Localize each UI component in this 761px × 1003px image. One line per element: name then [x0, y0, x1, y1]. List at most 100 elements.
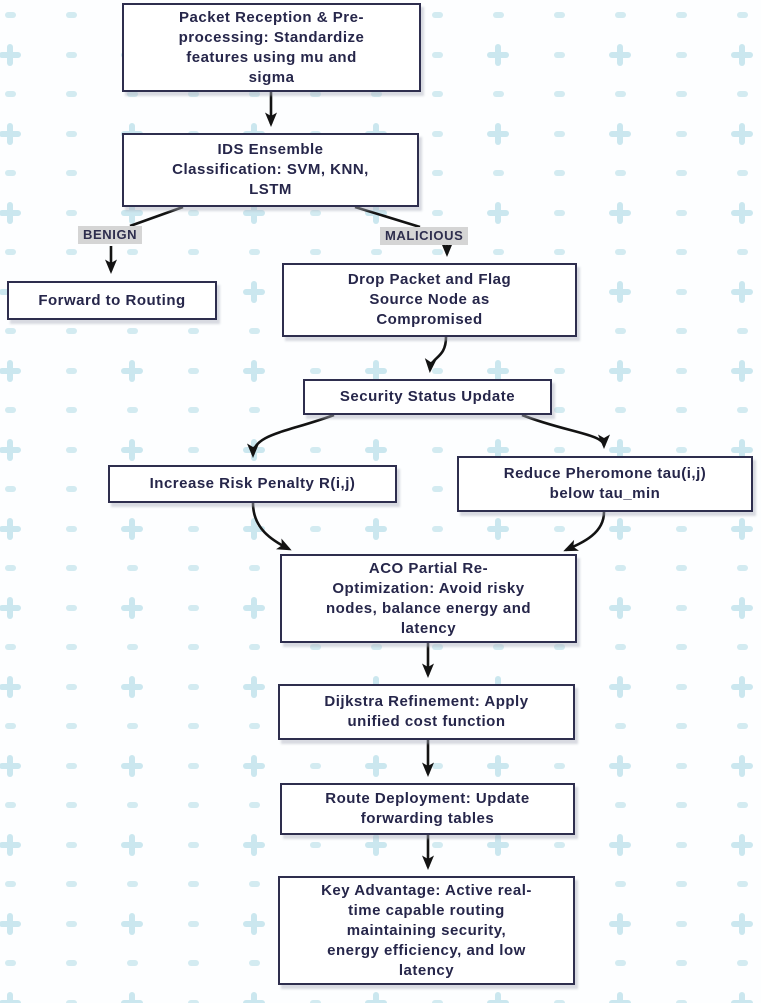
pattern-plus-icon	[731, 438, 753, 461]
pattern-plus-icon	[121, 596, 143, 619]
pattern-dot-icon	[126, 249, 138, 255]
pattern-dot-icon	[248, 723, 260, 729]
pattern-plus-icon	[0, 912, 21, 935]
pattern-dot-icon	[370, 249, 382, 255]
pattern-plus-icon	[243, 359, 265, 382]
pattern-dot-icon	[675, 723, 687, 729]
pattern-dot-icon	[431, 170, 443, 176]
pattern-plus-icon	[121, 912, 143, 935]
pattern-dot-icon	[675, 407, 687, 413]
pattern-plus-icon	[0, 122, 21, 145]
pattern-plus-icon	[243, 438, 265, 461]
pattern-dot-icon	[431, 249, 443, 255]
pattern-plus-icon	[487, 833, 509, 856]
pattern-plus-icon	[243, 991, 265, 1003]
node-label: Packet Reception & Pre- processing: Stan…	[178, 8, 365, 86]
pattern-dot-icon	[248, 565, 260, 571]
pattern-plus-icon	[365, 359, 387, 382]
pattern-plus-icon	[731, 122, 753, 145]
pattern-dot-icon	[675, 881, 687, 887]
pattern-plus-icon	[487, 754, 509, 777]
pattern-dot-icon	[309, 367, 321, 374]
pattern-dot-icon	[4, 12, 16, 18]
pattern-dot-icon	[187, 644, 199, 650]
pattern-dot-icon	[431, 999, 443, 1003]
pattern-dot-icon	[614, 249, 626, 255]
pattern-dot-icon	[65, 881, 77, 887]
pattern-dot-icon	[187, 209, 199, 216]
pattern-dot-icon	[65, 683, 77, 690]
pattern-dot-icon	[4, 170, 16, 176]
pattern-dot-icon	[65, 328, 77, 334]
pattern-dot-icon	[614, 328, 626, 334]
pattern-dot-icon	[65, 723, 77, 729]
pattern-plus-icon	[243, 596, 265, 619]
pattern-dot-icon	[187, 841, 199, 848]
pattern-dot-icon	[431, 525, 443, 532]
pattern-plus-icon	[487, 359, 509, 382]
pattern-plus-icon	[121, 438, 143, 461]
pattern-dot-icon	[65, 130, 77, 137]
pattern-dot-icon	[309, 644, 321, 650]
pattern-plus-icon	[0, 675, 21, 698]
pattern-dot-icon	[4, 486, 16, 492]
pattern-dot-icon	[553, 446, 565, 453]
pattern-plus-icon	[487, 991, 509, 1003]
pattern-plus-icon	[0, 438, 21, 461]
pattern-dot-icon	[431, 209, 443, 216]
node-label: Increase Risk Penalty R(i,j)	[149, 475, 356, 492]
pattern-dot-icon	[248, 802, 260, 808]
pattern-dot-icon	[248, 249, 260, 255]
pattern-dot-icon	[4, 91, 16, 97]
pattern-dot-icon	[736, 91, 748, 97]
pattern-dot-icon	[126, 881, 138, 887]
node-label: Reduce Pheromone tau(i,j) below tau_min	[503, 465, 707, 502]
pattern-dot-icon	[65, 802, 77, 808]
pattern-dot-icon	[309, 999, 321, 1003]
pattern-dot-icon	[614, 960, 626, 966]
pattern-dot-icon	[614, 12, 626, 18]
pattern-dot-icon	[65, 446, 77, 453]
pattern-plus-icon	[487, 43, 509, 66]
pattern-dot-icon	[309, 525, 321, 532]
pattern-dot-icon	[187, 683, 199, 690]
pattern-dot-icon	[614, 91, 626, 97]
pattern-plus-icon	[0, 833, 21, 856]
edge-label-benign: BENIGN	[78, 226, 143, 244]
pattern-dot-icon	[65, 170, 77, 176]
pattern-dot-icon	[370, 644, 382, 650]
pattern-plus-icon	[0, 359, 21, 382]
pattern-plus-icon	[731, 833, 753, 856]
node-label: ACO Partial Re- Optimization: Avoid risk…	[325, 559, 532, 637]
pattern-dot-icon	[675, 288, 687, 295]
pattern-dot-icon	[370, 91, 382, 97]
pattern-dot-icon	[675, 12, 687, 18]
pattern-plus-icon	[121, 991, 143, 1003]
node-label: Drop Packet and Flag Source Node as Comp…	[347, 271, 512, 328]
pattern-plus-icon	[731, 359, 753, 382]
pattern-dot-icon	[4, 723, 16, 729]
pattern-dot-icon	[431, 486, 443, 492]
pattern-plus-icon	[0, 754, 21, 777]
pattern-dot-icon	[126, 960, 138, 966]
pattern-plus-icon	[487, 201, 509, 224]
pattern-plus-icon	[609, 754, 631, 777]
pattern-dot-icon	[736, 644, 748, 650]
node-label: Route Deployment: Update forwarding tabl…	[325, 790, 530, 827]
pattern-plus-icon	[609, 359, 631, 382]
pattern-dot-icon	[65, 367, 77, 374]
pattern-plus-icon	[609, 280, 631, 303]
pattern-plus-icon	[0, 596, 21, 619]
pattern-dot-icon	[675, 170, 687, 176]
pattern-plus-icon	[365, 438, 387, 461]
pattern-dot-icon	[4, 407, 16, 413]
pattern-dot-icon	[675, 328, 687, 334]
pattern-dot-icon	[736, 565, 748, 571]
pattern-plus-icon	[243, 517, 265, 540]
pattern-dot-icon	[675, 525, 687, 532]
pattern-plus-icon	[365, 517, 387, 540]
pattern-dot-icon	[675, 91, 687, 97]
pattern-plus-icon	[243, 675, 265, 698]
pattern-dot-icon	[187, 407, 199, 413]
pattern-dot-icon	[126, 328, 138, 334]
